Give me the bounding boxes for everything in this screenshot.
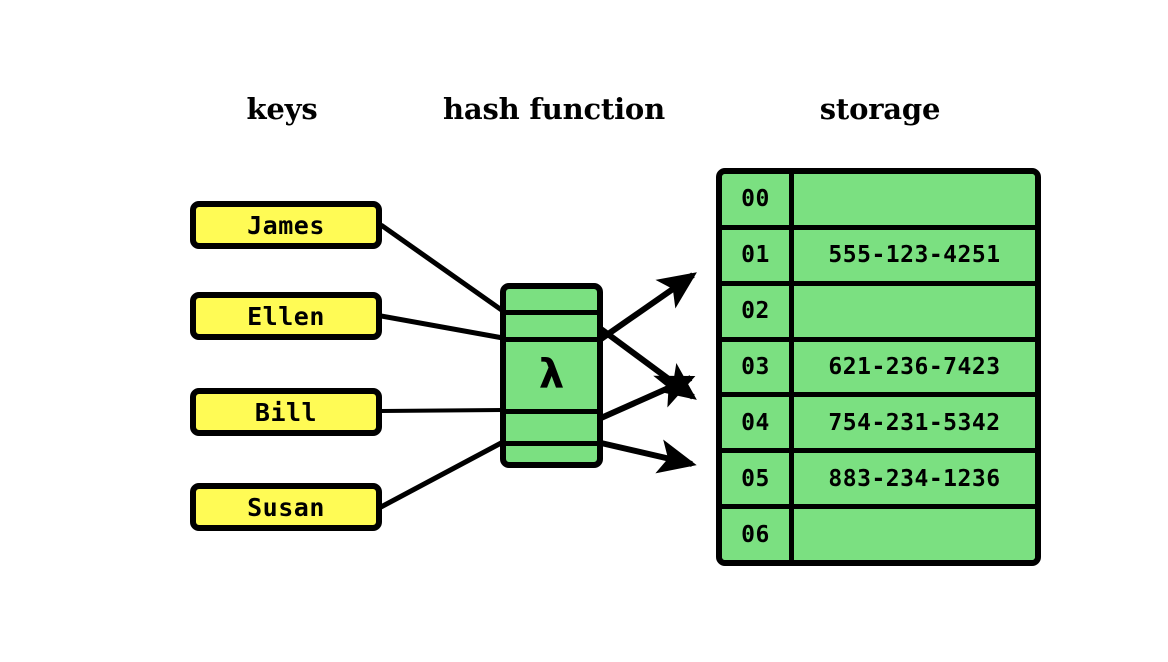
table-row[interactable]: 00: [722, 174, 1035, 230]
table-row[interactable]: 03 621-236-7423: [722, 341, 1035, 398]
lambda-icon: λ: [538, 350, 565, 397]
table-row[interactable]: 06: [722, 509, 1035, 560]
storage-index-cell: 05: [722, 453, 794, 505]
connector-hash-to-slot-04: [599, 326, 697, 400]
hash-band-divider: [506, 310, 597, 315]
heading-hash-function: hash function: [443, 92, 665, 126]
key-box-bill[interactable]: Bill: [190, 388, 382, 436]
storage-value-cell: 621-236-7423: [828, 354, 1001, 380]
storage-index-cell: 06: [722, 509, 794, 560]
storage-index-cell: 02: [722, 285, 794, 337]
hash-band-divider: [506, 337, 597, 342]
storage-value-cell: [794, 509, 1035, 560]
storage-index-cell: 01: [722, 229, 794, 281]
connector-susan-to-hash: [379, 439, 505, 510]
key-label: Bill: [254, 397, 318, 427]
hash-band-divider: [506, 441, 597, 446]
key-label: Susan: [247, 492, 325, 522]
table-row[interactable]: 04 754-231-5342: [722, 397, 1035, 454]
key-box-ellen[interactable]: Ellen: [190, 292, 382, 340]
heading-keys: keys: [246, 92, 318, 126]
storage-table: 00 01 555-123-4251 02 03 621-236-7423 04…: [716, 168, 1041, 566]
connector-bill-to-hash: [380, 408, 504, 413]
key-box-susan[interactable]: Susan: [190, 483, 382, 531]
hash-band-divider: [506, 409, 597, 414]
connector-hash-to-slot-03: [599, 375, 696, 421]
storage-index-cell: 00: [722, 174, 794, 225]
storage-value-cell: [794, 286, 1035, 337]
hash-function-box[interactable]: λ: [500, 283, 603, 468]
key-label: Ellen: [247, 301, 325, 331]
connector-hash-to-slot-01: [599, 272, 697, 342]
heading-storage: storage: [819, 92, 941, 126]
storage-value-cell: 555-123-4251: [828, 242, 1001, 269]
connector-hash-to-slot-05: [600, 439, 697, 474]
table-row[interactable]: 05 883-234-1236: [722, 453, 1035, 510]
storage-value-cell: [794, 174, 1035, 225]
storage-index-cell: 04: [722, 397, 794, 449]
storage-value-cell: 754-231-5342: [828, 409, 1001, 436]
key-box-james[interactable]: James: [190, 201, 382, 249]
key-label: James: [247, 210, 325, 240]
storage-value-cell: 883-234-1236: [828, 465, 1001, 492]
connector-ellen-to-hash: [380, 313, 504, 341]
table-row[interactable]: 02: [722, 285, 1035, 342]
connector-james-to-hash: [379, 222, 505, 314]
table-row[interactable]: 01 555-123-4251: [722, 229, 1035, 286]
storage-index-cell: 03: [722, 341, 794, 393]
